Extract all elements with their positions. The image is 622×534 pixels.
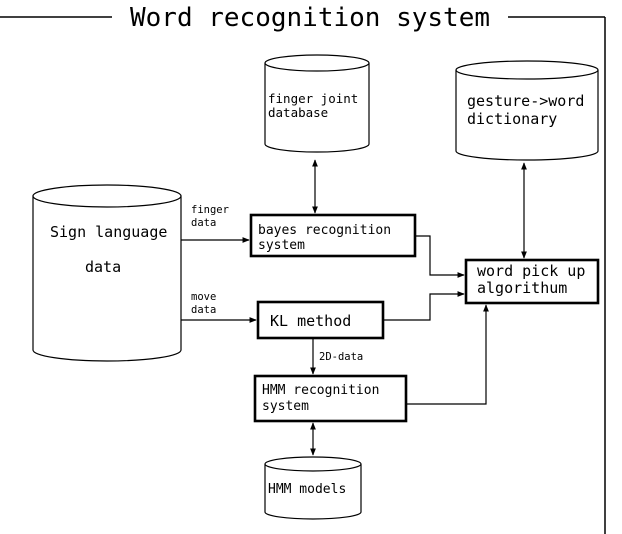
gesture-dictionary-cylinder: gesture->word dictionary: [455, 60, 599, 161]
kl-method-box: KL method: [256, 300, 385, 340]
bayes-label-2: system: [258, 238, 305, 253]
word-pickup-label-1: word pick up: [477, 262, 585, 280]
bayes-to-wordpick-arrow: [415, 235, 465, 278]
bayes-recognition-box: bayes recognition system: [249, 213, 417, 258]
connectors: [181, 159, 527, 456]
finger-data-label-1: finger: [191, 204, 229, 216]
finger-data-label-2: data: [191, 217, 216, 229]
word-pickup-box: word pick up algorithum: [464, 258, 600, 305]
kl-to-wordpick-arrow: [383, 291, 465, 321]
sign-language-data-cylinder: Sign language data: [32, 184, 182, 362]
two-d-data-label: 2D-data: [319, 351, 363, 363]
kl-method-label: KL method: [270, 312, 351, 330]
finger-joint-database-cylinder: finger joint database: [264, 54, 370, 153]
hmm-recognition-box: HMM recognition system: [253, 374, 408, 423]
gesture-dict-label-2: dictionary: [467, 110, 557, 128]
hmm-recognition-label-1: HMM recognition: [262, 383, 379, 398]
sign-language-label-1: Sign language: [50, 223, 167, 241]
sign-language-label-2: data: [85, 258, 121, 276]
diagram-title: Word recognition system: [130, 3, 490, 33]
move-data-label-2: data: [191, 304, 216, 316]
finger-joint-label-2: database: [268, 105, 328, 120]
hmm-recognition-label-2: system: [262, 399, 309, 414]
move-data-label-1: move: [191, 291, 216, 303]
word-pickup-label-2: algorithum: [477, 279, 567, 297]
hmm-to-wordpick-arrow: [406, 304, 489, 405]
gesture-dict-label-1: gesture->word: [467, 92, 584, 110]
bayes-label-1: bayes recognition: [258, 223, 391, 238]
hmm-models-cylinder: HMM models: [264, 456, 362, 520]
finger-joint-label-1: finger joint: [268, 91, 358, 106]
system-frame: [0, 16, 606, 534]
hmm-models-label: HMM models: [268, 482, 346, 497]
